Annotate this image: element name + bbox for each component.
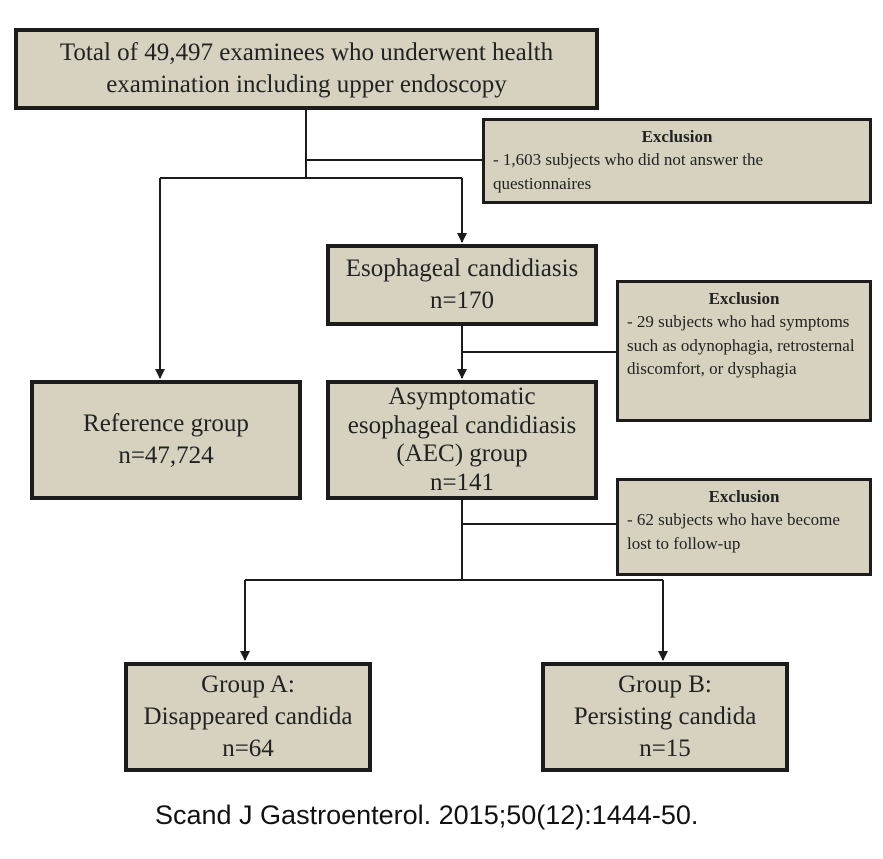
exclusion-title-1: Exclusion (641, 127, 713, 146)
exclusion-title-3: Exclusion (708, 487, 780, 506)
reference-group-label: Reference group (83, 410, 249, 437)
total-examinees-box: Total of 49,497 examinees who underwent … (14, 28, 599, 110)
reference-group-count: n=47,724 (118, 442, 214, 469)
group-b-count: n=15 (639, 735, 691, 762)
citation-text: Scand J Gastroenterol. 2015;50(12):1444-… (155, 800, 699, 830)
group-b-description: Persisting candida (573, 703, 757, 730)
exclusion-box-1: Exclusion - 1,603 subjects who did not a… (482, 118, 872, 204)
group-b-box: Group B: Persisting candida n=15 (541, 662, 789, 772)
aec-group-box: Asymptomatic esophageal candidiasis (AEC… (326, 380, 598, 500)
exclusion-text-2: - 29 subjects who had symptoms such as o… (627, 312, 855, 379)
esophageal-candidiasis-box: Esophageal candidiasis n=170 (326, 244, 598, 326)
aec-line-1: Asymptomatic (388, 383, 536, 410)
total-examinees-line-1: Total of 49,497 examinees who underwent … (59, 39, 554, 66)
reference-group-box: Reference group n=47,724 (30, 380, 302, 500)
aec-count: n=141 (429, 468, 495, 496)
group-a-description: Disappeared candida (143, 703, 353, 730)
group-a-count: n=64 (222, 735, 274, 762)
candidiasis-count: n=170 (429, 287, 495, 314)
group-b-label: Group B: (618, 671, 712, 698)
candidiasis-label: Esophageal candidiasis (345, 255, 579, 282)
exclusion-title-2: Exclusion (708, 289, 780, 308)
group-a-label: Group A: (201, 671, 295, 698)
exclusion-box-2: Exclusion - 29 subjects who had symptoms… (616, 280, 872, 422)
aec-line-3: (AEC) group (396, 440, 528, 467)
group-a-box: Group A: Disappeared candida n=64 (124, 662, 372, 772)
total-examinees-line-2: examination including upper endoscopy (106, 71, 507, 98)
aec-line-2: esophageal candidiasis (347, 411, 577, 439)
exclusion-box-3: Exclusion - 62 subjects who have become … (616, 478, 872, 576)
exclusion-text-1: - 1,603 subjects who did not answer the … (493, 150, 764, 193)
exclusion-text-3: - 62 subjects who have become lost to fo… (627, 510, 840, 553)
